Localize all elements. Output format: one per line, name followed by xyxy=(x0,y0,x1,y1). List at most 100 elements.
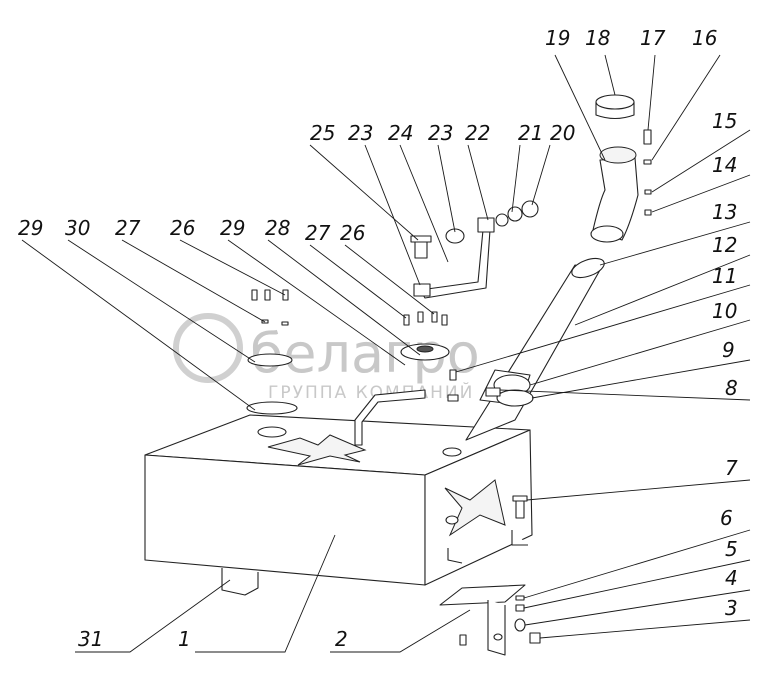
fuel-tank xyxy=(144,414,533,596)
sender-center xyxy=(416,345,434,353)
screw-27-2 xyxy=(417,311,424,323)
screw-27-1 xyxy=(403,314,410,326)
leader-24 xyxy=(399,144,449,263)
bolt-7-head xyxy=(512,495,528,502)
tank-filler-hole xyxy=(442,447,462,457)
callout-3: 3 xyxy=(725,596,738,620)
washer-21a xyxy=(495,213,509,227)
callout-29b: 29 xyxy=(18,216,43,240)
screw-26-1 xyxy=(251,289,258,301)
leader-31 xyxy=(75,579,231,653)
banjo-23 xyxy=(445,228,465,244)
tank-foot-left xyxy=(447,548,463,564)
vent-tube-assembly xyxy=(354,200,539,446)
bracket-plate xyxy=(439,584,526,606)
callout-23b: 23 xyxy=(348,121,373,145)
nut-14 xyxy=(644,209,652,216)
bolt-7 xyxy=(512,495,528,519)
callout-5: 5 xyxy=(725,537,738,561)
screw-26-2 xyxy=(264,289,271,301)
washer-6 xyxy=(515,595,525,601)
tank-foot-right xyxy=(511,530,528,546)
cap-20 xyxy=(521,200,539,218)
bracket-hole xyxy=(493,633,503,641)
neck-pipe-outlet xyxy=(590,225,624,243)
leader-12 xyxy=(574,254,751,326)
tank-side-hole xyxy=(445,515,459,525)
leader-lines xyxy=(21,54,751,653)
sender-assembly-right xyxy=(400,311,459,402)
tank-sender-hole xyxy=(257,426,287,438)
callout-19: 19 xyxy=(545,26,570,50)
nut-3 xyxy=(529,632,541,644)
leader-3 xyxy=(539,619,751,639)
tank-front-face xyxy=(144,454,426,586)
callout-23a: 23 xyxy=(428,121,453,145)
leader-6 xyxy=(523,529,751,599)
vent-fitting-22 xyxy=(477,217,495,233)
callout-7: 7 xyxy=(725,456,738,480)
callout-13: 13 xyxy=(712,200,737,224)
mounting-bracket xyxy=(439,584,526,656)
callout-26a: 26 xyxy=(170,216,195,240)
callout-2: 2 xyxy=(335,627,348,651)
callout-9: 9 xyxy=(722,338,735,362)
leader-23b xyxy=(364,144,421,286)
leader-13 xyxy=(599,221,751,266)
watermark-logo-icon xyxy=(173,313,243,383)
washer-21b xyxy=(507,206,523,222)
callout-labels: 1 2 3 4 5 6 7 8 9 10 11 12 13 14 15 16 1… xyxy=(18,26,738,651)
hose-12 xyxy=(465,264,601,441)
bolt-11 xyxy=(449,369,457,381)
callout-27a: 27 xyxy=(115,216,141,240)
filler-cap-top xyxy=(595,94,635,110)
clamp-screw-8 xyxy=(485,387,501,397)
bracket-bolt xyxy=(459,634,467,646)
hose-13-top xyxy=(571,257,605,279)
callout-10: 10 xyxy=(712,299,737,323)
fasteners-3-6 xyxy=(514,595,541,644)
screw-27-3 xyxy=(431,311,438,323)
leader-29b xyxy=(21,239,256,411)
leader-18 xyxy=(604,54,616,96)
leader-26b xyxy=(344,244,435,315)
callout-11: 11 xyxy=(712,264,737,288)
screw-26-3 xyxy=(282,289,289,301)
bolt-25-head xyxy=(410,235,432,243)
screw-17 xyxy=(643,129,652,145)
callout-17: 17 xyxy=(640,26,666,50)
leader-23a xyxy=(437,144,456,233)
callout-6: 6 xyxy=(720,506,733,530)
callout-1: 1 xyxy=(178,627,191,651)
leader-5 xyxy=(523,559,751,609)
leader-22 xyxy=(467,144,489,221)
neck-thread xyxy=(599,146,637,164)
leader-29a xyxy=(227,239,406,366)
screw-27-4 xyxy=(441,314,448,326)
leader-2 xyxy=(330,609,471,653)
leader-21 xyxy=(511,144,521,213)
callout-15: 15 xyxy=(712,109,737,133)
leader-17 xyxy=(647,54,656,131)
callout-27b: 27 xyxy=(305,221,331,245)
cover-plate-30 xyxy=(247,353,293,367)
tank-top-emboss xyxy=(267,434,367,466)
filler-hose xyxy=(465,257,605,441)
tank-side-emboss xyxy=(444,479,506,537)
filler-neck xyxy=(590,94,639,243)
leader-7 xyxy=(526,479,751,501)
washer-15 xyxy=(644,189,652,195)
sender-assembly-left xyxy=(246,289,298,415)
tank-bracket-31 xyxy=(221,568,259,596)
nut-23b xyxy=(413,283,431,297)
leader-19 xyxy=(554,54,606,161)
washer-27-2 xyxy=(281,321,289,326)
leader-8 xyxy=(499,389,751,401)
leader-30 xyxy=(67,239,256,363)
callout-21: 21 xyxy=(518,121,543,145)
leader-27b xyxy=(309,244,407,319)
bolt-7-shank xyxy=(515,499,525,519)
washer-4 xyxy=(514,618,526,632)
callout-14: 14 xyxy=(712,153,737,177)
